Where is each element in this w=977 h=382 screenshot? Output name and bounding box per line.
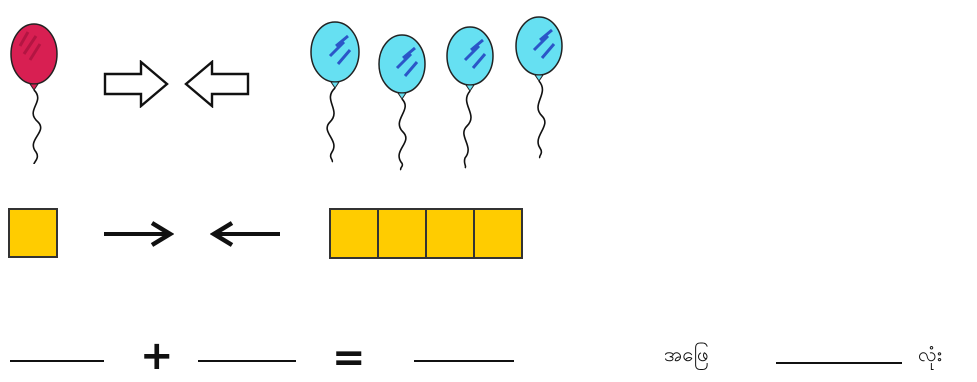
blank-line bbox=[10, 360, 104, 362]
answer-blank-line bbox=[776, 362, 902, 364]
red-balloon bbox=[8, 14, 62, 165]
answer-suffix: လုံး bbox=[918, 342, 942, 366]
right-arrow-icon bbox=[102, 220, 175, 248]
yellow-square bbox=[377, 208, 427, 259]
hollow-right-arrow-icon bbox=[103, 59, 169, 109]
blue-balloon bbox=[512, 8, 568, 159]
yellow-square bbox=[329, 208, 379, 259]
answer-prefix: အဖြေ bbox=[664, 342, 709, 366]
blue-balloon bbox=[443, 18, 499, 169]
yellow-square bbox=[8, 208, 58, 258]
plus-sign: + bbox=[140, 333, 174, 379]
blank-line bbox=[414, 360, 514, 362]
blue-balloon bbox=[375, 26, 431, 171]
blue-balloon bbox=[308, 12, 364, 163]
hollow-left-arrow-icon bbox=[184, 59, 250, 109]
equals-sign: = bbox=[332, 335, 366, 381]
yellow-square bbox=[473, 208, 523, 259]
yellow-square bbox=[425, 208, 475, 259]
blank-line bbox=[198, 360, 296, 362]
left-arrow-icon bbox=[209, 220, 282, 248]
